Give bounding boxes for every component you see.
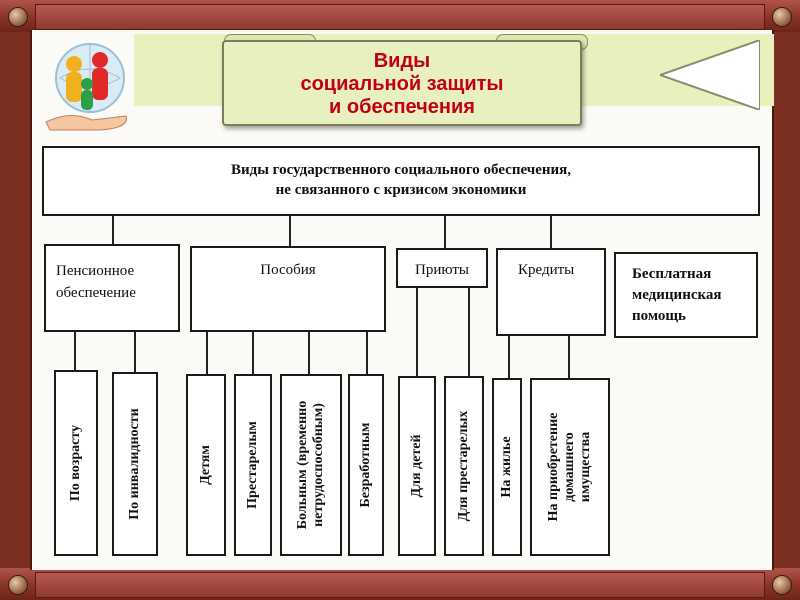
title-line: социальной защиты [300,73,504,95]
category-label: обеспечение [56,285,136,301]
pointer-arrow-icon [660,40,760,110]
connector [206,332,208,374]
connector [252,332,254,374]
connector [550,216,552,248]
frame-stud-icon [8,7,28,27]
family-logo-icon [45,43,127,131]
category-benefits: Пособия [190,246,386,332]
category-shelters: Приюты [396,248,488,288]
connector [416,288,418,376]
leaf-box: Больным (временно нетрудоспособным) [280,374,342,556]
leaf-box: На жилье [492,378,522,556]
category-label: Пособия [260,262,316,278]
leaf-label: Детям [198,445,213,485]
connector [468,288,470,376]
root-node: Виды государственного социального обеспе… [42,146,760,216]
leaf-label-line: Больным (временно [295,400,310,530]
root-node-line: не связанного с кризисом экономики [275,182,527,198]
connector [508,336,510,378]
category-label: Бесплатная [632,266,712,282]
leaf-label: Для детей [409,434,424,498]
leaf-label: Для престарелых [456,410,471,522]
frame-stud-icon [8,575,28,595]
leaf-label: По возрасту [68,424,83,502]
bottom-frame-inner [35,572,765,598]
top-frame-bar [0,0,800,32]
leaf-label-line: На приобретение [546,412,561,522]
connector [289,216,291,246]
bottom-frame-bar [0,568,800,600]
root-node-line: Виды государственного социального обеспе… [230,162,572,178]
leaf-label-line: имущества [578,431,593,503]
connector [308,332,310,374]
category-credits: Кредиты [496,248,606,336]
leaf-label: Больным (временно нетрудоспособным) [295,401,327,529]
leaf-label: Безработным [358,422,373,508]
connector [568,336,570,378]
slide-title: Виды социальной защиты и обеспечения [222,40,582,126]
category-label: Пенсионное [56,263,135,279]
title-line: Виды [373,50,431,72]
category-label: помощь [632,308,686,324]
category-medical: Бесплатная медицинская помощь [614,252,758,338]
category-label: медицинская [632,287,722,303]
leaf-label: На приобретение домашнего имущества [546,413,594,522]
category-label: Приюты [414,262,469,278]
leaf-box: Безработным [348,374,384,556]
category-pension: Пенсионное обеспечение [44,244,180,332]
leaf-label-line: нетрудоспособным) [311,403,326,527]
connector [134,332,136,372]
leaf-box: Детям [186,374,226,556]
leaf-box: Для детей [398,376,436,556]
frame-stud-icon [772,575,792,595]
connector [112,216,114,244]
leaf-box: Престарелым [234,374,272,556]
connector [74,332,76,370]
leaf-label: Престарелым [245,421,260,509]
connector [366,332,368,374]
leaf-box: По возрасту [54,370,98,556]
leaf-label: По инвалидности [127,408,142,520]
title-line: и обеспечения [329,96,475,118]
leaf-label: На жилье [499,436,514,498]
top-frame-inner [35,4,765,30]
leaf-box: По инвалидности [112,372,158,556]
category-label: Кредиты [518,262,575,278]
leaf-box: Для престарелых [444,376,484,556]
leaf-label-line: домашнего [562,432,577,502]
leaf-box: На приобретение домашнего имущества [530,378,610,556]
connector [444,216,446,248]
frame-stud-icon [772,7,792,27]
